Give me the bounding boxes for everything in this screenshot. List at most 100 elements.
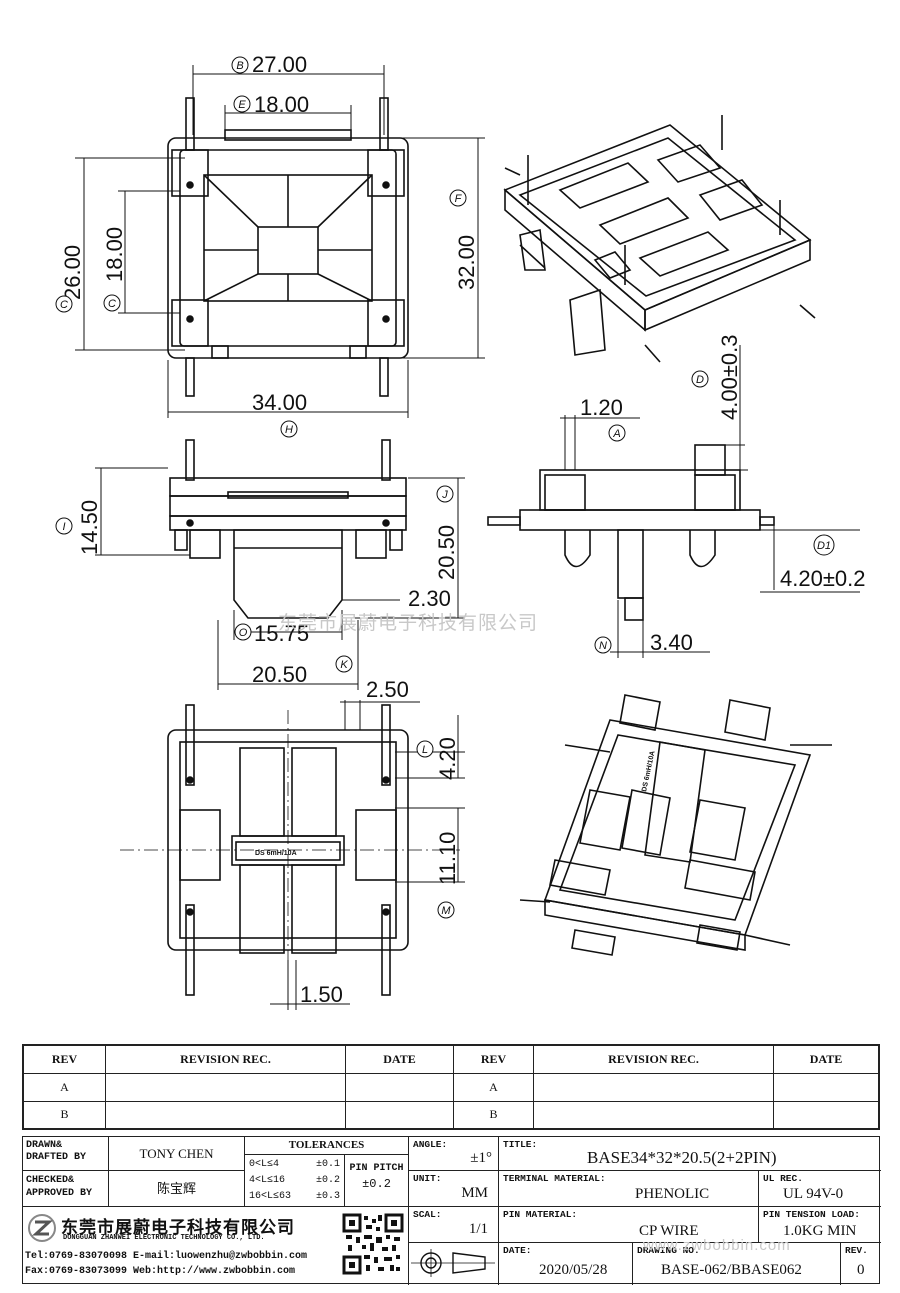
marker-L: L [416, 740, 434, 758]
scale-label: SCAL: [413, 1209, 442, 1220]
technical-drawing: 27.00 18.00 26.00 18.00 32.00 34.00 14.5… [55, 52, 865, 1010]
angle-label: ANGLE: [413, 1139, 448, 1150]
dim-M: 11.10 [435, 832, 460, 885]
drawing-no-value: BASE-062/BBASE062 [661, 1262, 802, 1278]
svg-text:C: C [60, 299, 68, 311]
marker-A: A [608, 424, 626, 442]
tolerance-table: 0<L≤4±0.1 4<L≤16±0.2 16<L≤63±0.3 [245, 1155, 345, 1207]
svg-text:F: F [455, 193, 463, 205]
rev-label: REV. [845, 1245, 868, 1256]
rev-header-1: REV [23, 1045, 106, 1074]
title-label: TITLE: [503, 1139, 538, 1150]
marker-B: B [231, 56, 249, 74]
company-block: 东莞市展蔚电子科技有限公司 DONGGUAN ZHANWEI ELECTRONI… [23, 1207, 409, 1285]
terminal-material-value: PHENOLIC [635, 1186, 710, 1202]
revision-row: B B [23, 1100, 879, 1129]
revision-table: REV REVISION REC. DATE REV REVISION REC.… [22, 1044, 880, 1130]
marker-J: J [436, 485, 454, 503]
dim-2-50: 2.50 [366, 677, 409, 702]
top-view [167, 97, 409, 397]
dim-C2: 18.00 [102, 227, 127, 282]
dim-B: 27.00 [252, 52, 307, 77]
revision-rec-header-1: REVISION REC. [105, 1045, 346, 1074]
svg-text:J: J [441, 489, 448, 501]
svg-text:L: L [422, 744, 428, 756]
qr-code [342, 1213, 404, 1275]
marker-C2: C [103, 294, 121, 312]
company-logo [28, 1214, 56, 1242]
title-value: BASE34*32*20.5(2+2PIN) [587, 1148, 777, 1167]
svg-text:M: M [441, 905, 451, 917]
svg-text:A: A [612, 428, 620, 440]
svg-text:D1: D1 [817, 540, 831, 552]
rev-date-cell [773, 1100, 879, 1129]
company-name-cn: 东莞市展蔚电子科技有限公司 [61, 1218, 295, 1237]
rev-rec-cell [533, 1100, 774, 1129]
dim-L: 4.20 [435, 737, 460, 780]
company-fax: Fax:0769-83073099 Web:http://www.zwbobbi… [25, 1266, 296, 1277]
terminal-material-label: TERMINAL MATERIAL: [503, 1173, 606, 1184]
marker-O: O [234, 623, 252, 641]
dim-2-30: 2.30 [408, 586, 451, 611]
dim-D1: 4.20±0.2 [780, 566, 865, 591]
revision-rec-header-2: REVISION REC. [533, 1045, 774, 1074]
marker-C1: C [55, 295, 73, 313]
marker-I: I [55, 517, 73, 535]
dim-E: 18.00 [254, 92, 309, 117]
rev-date-cell [345, 1100, 454, 1129]
checked-value: 陈宝辉 [109, 1171, 245, 1207]
pin-tension-value: 1.0KG MIN [783, 1223, 857, 1239]
side-view [487, 444, 775, 621]
scale-value: 1/1 [468, 1221, 488, 1237]
tol-value: ±0.2 [315, 1175, 340, 1186]
tolerances-label: TOLERANCES [245, 1137, 409, 1155]
bottom-view [120, 704, 460, 996]
date-label: DATE: [503, 1245, 532, 1256]
svg-text:K: K [340, 659, 348, 671]
marker-F: F [449, 189, 467, 207]
marker-D: D [691, 370, 709, 388]
svg-text:B: B [236, 60, 243, 72]
marker-E: E [233, 95, 251, 113]
pin-pitch-label: PIN PITCH [349, 1163, 404, 1174]
dim-H: 34.00 [252, 390, 307, 415]
rev-cell: B [453, 1100, 534, 1129]
svg-text:H: H [285, 424, 293, 436]
svg-text:N: N [599, 640, 607, 652]
dim-D: 4.00±0.3 [717, 335, 742, 420]
svg-text:E: E [238, 99, 246, 111]
iso-view-bottom [519, 694, 832, 956]
dim-C1: 26.00 [60, 245, 85, 300]
checked-label: CHECKED& APPROVED BY [26, 1175, 93, 1199]
marker-H: H [280, 420, 298, 438]
company-tel: Tel:0769-83070098 E-mail:luowenzhu@zwbob… [25, 1251, 308, 1262]
drawing-no-label: DRAWING NO. [637, 1245, 700, 1256]
dim-N: 3.40 [650, 630, 693, 655]
unit-label: UNIT: [413, 1173, 442, 1184]
date-header-2: DATE [773, 1045, 879, 1074]
company-name-en: DONGGUAN ZHANWEI ELECTRONIC TECHNOLOGY C… [63, 1234, 265, 1242]
watermark: 东莞市展蔚电子科技有限公司 [278, 613, 539, 634]
marker-D1: D1 [813, 534, 835, 556]
rev-header-2: REV [453, 1045, 534, 1074]
tol-range: 4<L≤16 [249, 1175, 286, 1186]
marker-M: M [437, 901, 455, 919]
dim-F: 32.00 [454, 235, 479, 290]
rev-rec-cell [105, 1073, 346, 1102]
pin-tension-label: PIN TENSION LOAD: [763, 1209, 860, 1220]
pin-material-label: PIN MATERIAL: [503, 1209, 578, 1220]
tol-value: ±0.1 [315, 1159, 340, 1170]
front-view [169, 439, 407, 619]
drawn-label: DRAWN& DRAFTED BY [26, 1140, 87, 1163]
tol-range: 16<L≤63 [249, 1191, 292, 1202]
rev-cell: B [23, 1100, 106, 1129]
unit-value: MM [461, 1185, 488, 1201]
pin-material-value: CP WIRE [639, 1223, 699, 1239]
rev-cell: A [453, 1073, 534, 1102]
title-block: DRAWN& DRAFTED BY TONY CHEN CHECKED& APP… [22, 1136, 881, 1285]
part-label-bottom: DS 6mH/10A [255, 850, 297, 857]
date-header-1: DATE [345, 1045, 454, 1074]
svg-text:O: O [239, 627, 248, 639]
rev-value: 0 [857, 1262, 865, 1278]
marker-N: N [594, 636, 612, 654]
